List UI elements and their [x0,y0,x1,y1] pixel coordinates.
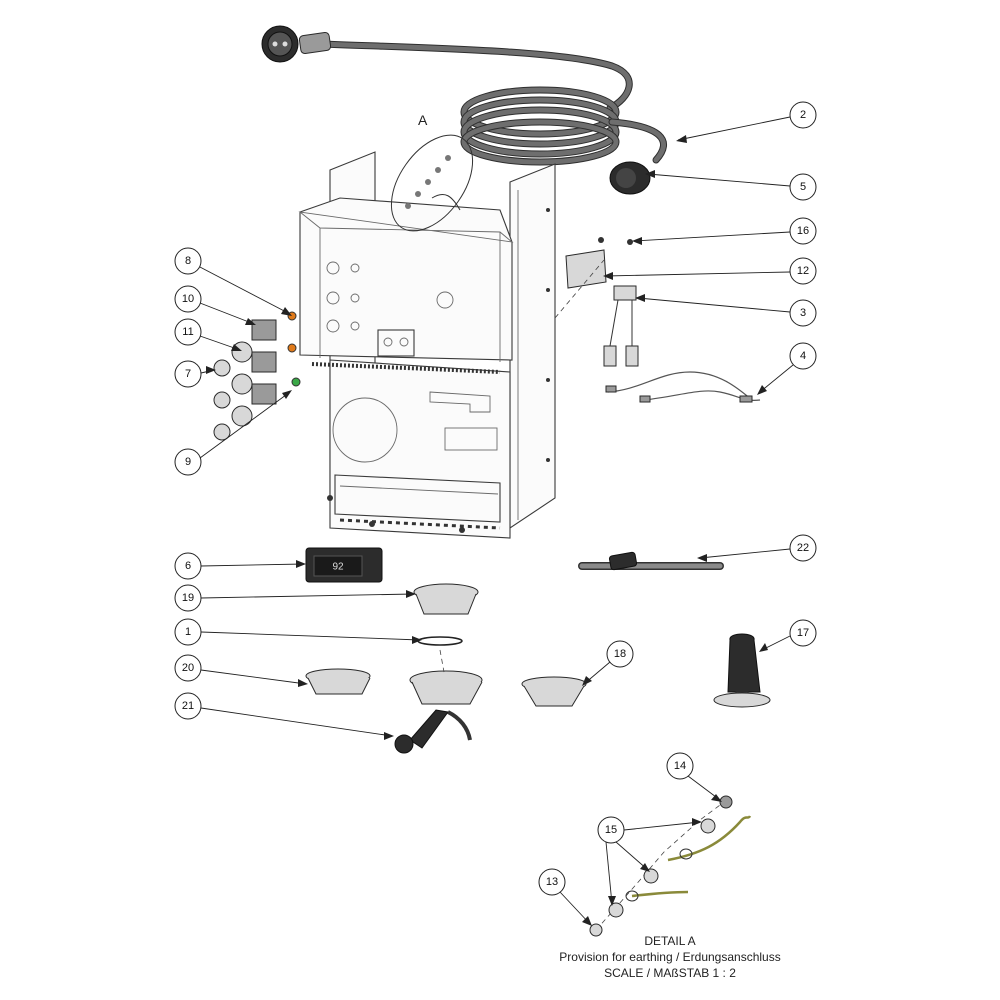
svg-text:19: 19 [182,592,194,604]
svg-text:2: 2 [800,109,806,121]
earthing-detail-assembly [589,795,752,937]
detail-scale: SCALE / MAßSTAB 1 : 2 [604,966,736,980]
callout-22: 22 [697,534,817,562]
detail-title: DETAIL A [644,934,696,948]
svg-text:12: 12 [797,265,809,277]
svg-text:13: 13 [546,876,558,888]
svg-text:15: 15 [605,824,617,836]
view-label-a: A [418,112,428,128]
callout-21: 21 [174,692,394,740]
schuko-plug [261,25,299,63]
callout-5: 5 [645,170,817,201]
svg-text:10: 10 [182,293,194,305]
display-readout: 92 [332,562,344,573]
callout-20: 20 [174,654,308,687]
callout-6: 6 [174,552,306,580]
callout-15: 15 [597,816,702,906]
rocker-switches [251,319,277,405]
filter-basket-single-a [305,668,371,695]
wiring-harness [605,371,761,403]
svg-text:4: 4 [800,350,806,362]
callout-8: 8 [174,247,292,316]
filter-basket-single-b [521,676,587,707]
display-unit: 92 [305,547,383,583]
callout-12: 12 [603,257,817,285]
detail-a-callout-oval [390,134,474,232]
thermostat [603,285,639,367]
indicator-lamps [287,311,301,387]
callout-19: 19 [174,584,416,612]
svg-text:9: 9 [185,456,191,468]
svg-text:3: 3 [800,307,806,319]
callout-14: 14 [666,752,722,802]
callout-10: 10 [174,285,256,325]
callout-16: 16 [632,217,817,245]
svg-text:1: 1 [185,626,191,638]
electronic-board [565,237,633,289]
svg-text:20: 20 [182,662,194,674]
tamper [713,633,771,708]
power-cord [298,32,667,166]
retaining-spring [417,636,463,646]
switch-knobs [213,341,253,441]
svg-text:5: 5 [800,181,806,193]
svg-text:8: 8 [185,255,191,267]
svg-text:16: 16 [797,225,809,237]
callout-4: 4 [757,342,817,395]
svg-text:6: 6 [185,560,191,572]
detail-subtitle: Provision for earthing / Erdungsanschlus… [559,950,781,964]
svg-text:18: 18 [614,648,626,660]
iec-connector [609,161,651,195]
callout-13: 13 [538,868,592,926]
portafilter [394,649,483,754]
svg-text:7: 7 [185,368,191,380]
filter-basket-double [413,583,479,615]
callout-2: 2 [676,101,817,143]
callout-17: 17 [759,619,817,652]
svg-text:17: 17 [797,627,809,639]
callout-3: 3 [635,294,817,327]
svg-text:22: 22 [797,542,809,554]
steam-wand [578,551,724,571]
callout-18: 18 [582,640,634,686]
machine-chassis [298,151,556,539]
callout-1: 1 [174,618,422,646]
callout-7: 7 [174,360,216,388]
callout-9: 9 [174,390,292,476]
svg-text:11: 11 [182,326,193,338]
svg-text:14: 14 [674,760,686,772]
svg-text:21: 21 [182,700,194,712]
callout-11: 11 [174,318,242,351]
